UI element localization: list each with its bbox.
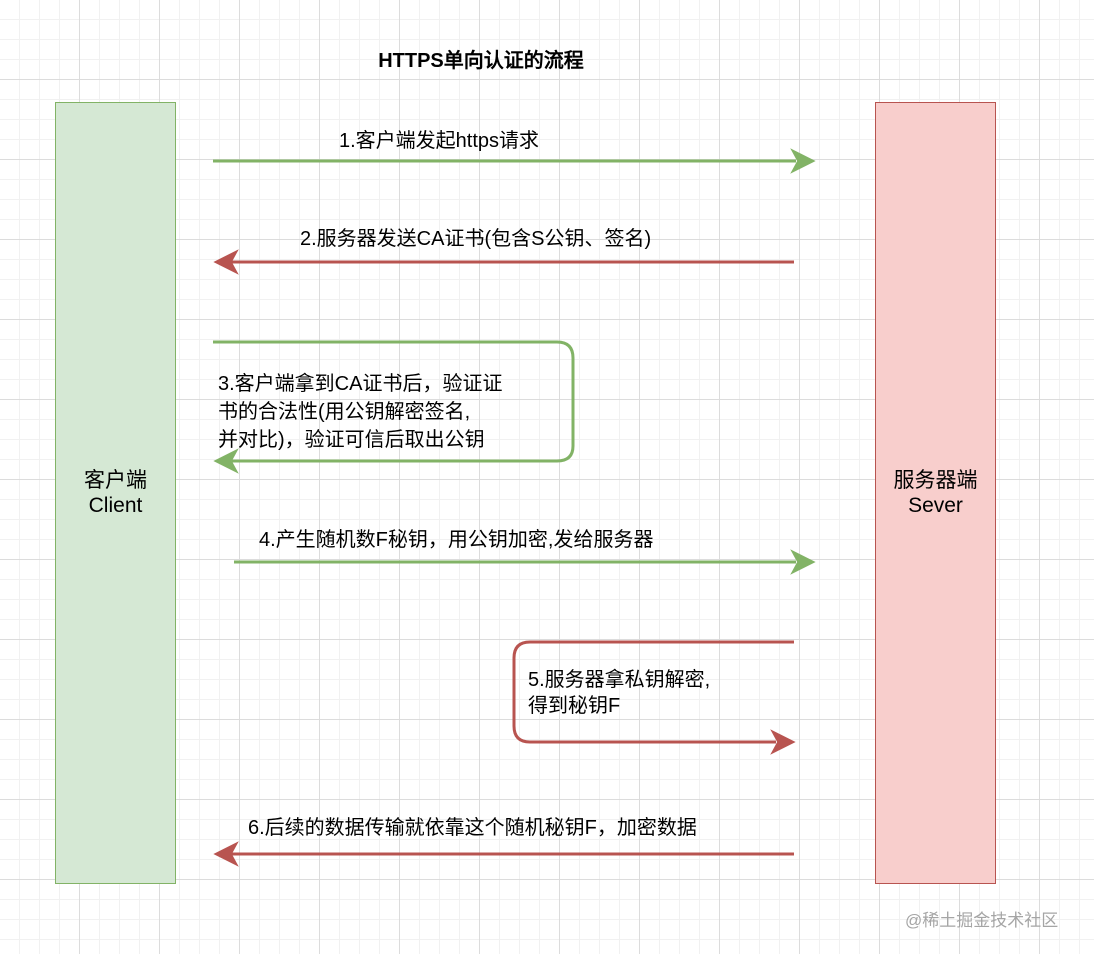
diagram-title: HTTPS单向认证的流程 (378, 50, 584, 72)
step-4-arrowhead (790, 549, 816, 575)
step-5-loop-arrow[interactable] (512, 640, 794, 744)
step-6-arrowhead (213, 841, 239, 867)
step-3-arrowhead (213, 448, 239, 474)
step-1-arrowhead (790, 148, 816, 174)
step-1-label: 1.客户端发起https请求 (339, 130, 540, 152)
server-label: 服务器端 Sever (893, 469, 978, 517)
step-5-arrowhead (770, 729, 796, 755)
server-lifeline[interactable]: 服务器端 Sever (875, 102, 996, 884)
step-6-label: 6.后续的数据传输就依靠这个随机秘钥F，加密数据 (248, 817, 697, 839)
step-2-arrowhead (213, 249, 239, 275)
step-4-label: 4.产生随机数F秘钥，用公钥加密,发给服务器 (259, 529, 654, 551)
step-2-label: 2.服务器发送CA证书(包含S公钥、签名) (300, 228, 652, 250)
step-5-label: 5.服务器拿私钥解密, 得到秘钥F (528, 669, 711, 717)
step-3-label: 3.客户端拿到CA证书后，验证证 书的合法性(用公钥解密签名, 并对比)，验证可… (218, 373, 503, 451)
client-label: 客户端 Client (84, 469, 147, 517)
step-3-loop-arrow[interactable] (213, 340, 575, 463)
watermark: @稀土掘金技术社区 (905, 911, 1059, 930)
client-lifeline[interactable]: 客户端 Client (55, 102, 176, 884)
